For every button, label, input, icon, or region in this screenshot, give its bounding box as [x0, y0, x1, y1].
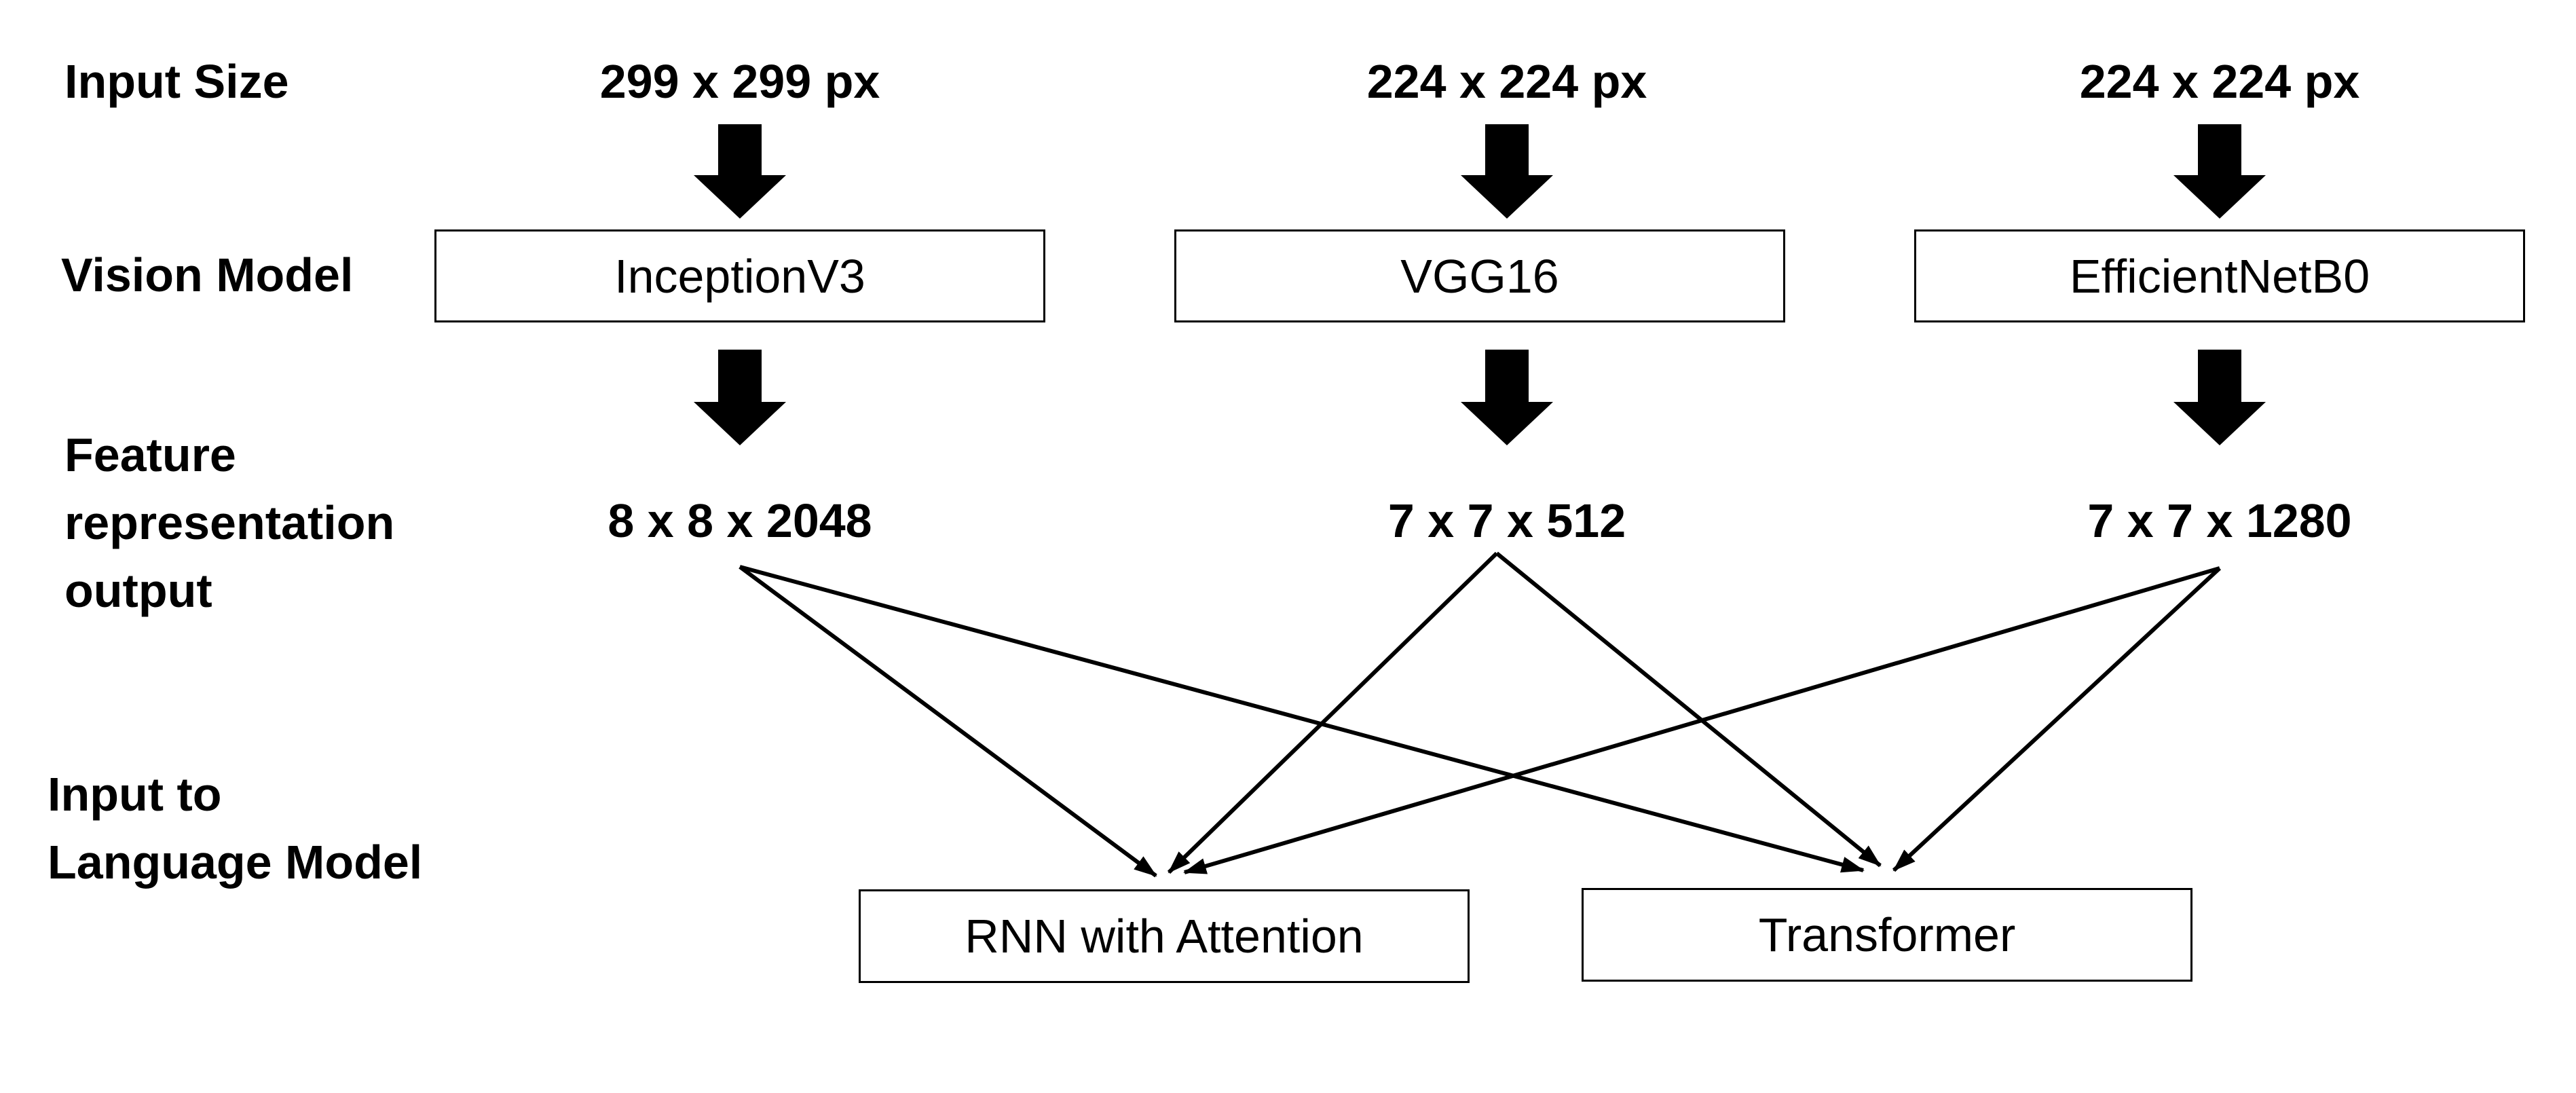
language-model-box-rnn: RNN with Attention [859, 889, 1470, 983]
vision-model-box-vgg16: VGG16 [1174, 229, 1785, 322]
down-arrow-efficientnetb0-out [2173, 350, 2266, 445]
connector-efficientnetb0-to-rnn [1183, 566, 2220, 874]
connector-vgg16-to-rnn [1167, 551, 1499, 874]
down-arrow-vgg16-in [1461, 124, 1553, 219]
down-arrow-efficientnetb0-in [2173, 124, 2266, 219]
vision-model-box-efficientnetb0: EfficientNetB0 [1914, 229, 2525, 322]
language-model-box-transformer: Transformer [1582, 888, 2192, 982]
row-label-language-input: Input to Language Model [48, 768, 423, 889]
feature-shape-inceptionv3: 8 x 8 x 2048 [608, 494, 872, 547]
connector-inceptionv3-to-transformer [739, 565, 1865, 873]
feature-shape-vgg16: 7 x 7 x 512 [1387, 494, 1626, 547]
vision-model-label: InceptionV3 [614, 249, 865, 303]
feature-shape-efficientnetb0: 7 x 7 x 1280 [2087, 494, 2352, 547]
down-arrow-inceptionv3-out [694, 350, 786, 445]
vision-model-label: VGG16 [1400, 249, 1559, 303]
down-arrow-inceptionv3-in [694, 124, 786, 219]
input-size-vgg16: 224 x 224 px [1366, 55, 1647, 108]
down-arrow-vgg16-out [1461, 350, 1553, 445]
input-size-efficientnetb0: 224 x 224 px [2079, 55, 2360, 108]
connector-inceptionv3-to-rnn [739, 565, 1157, 878]
input-size-inceptionv3: 299 x 299 px [599, 55, 880, 108]
connector-efficientnetb0-to-transformer [1892, 566, 2222, 872]
vision-model-box-inceptionv3: InceptionV3 [434, 229, 1045, 322]
row-label-vision-model: Vision Model [61, 248, 354, 301]
row-label-input-size: Input Size [64, 55, 289, 108]
connector-vgg16-to-transformer [1495, 551, 1882, 868]
language-model-label: RNN with Attention [965, 910, 1364, 963]
row-label-feature-output: Feature representation output [64, 428, 395, 617]
vision-model-label: EfficientNetB0 [2069, 249, 2370, 303]
language-model-label: Transformer [1758, 908, 2016, 961]
